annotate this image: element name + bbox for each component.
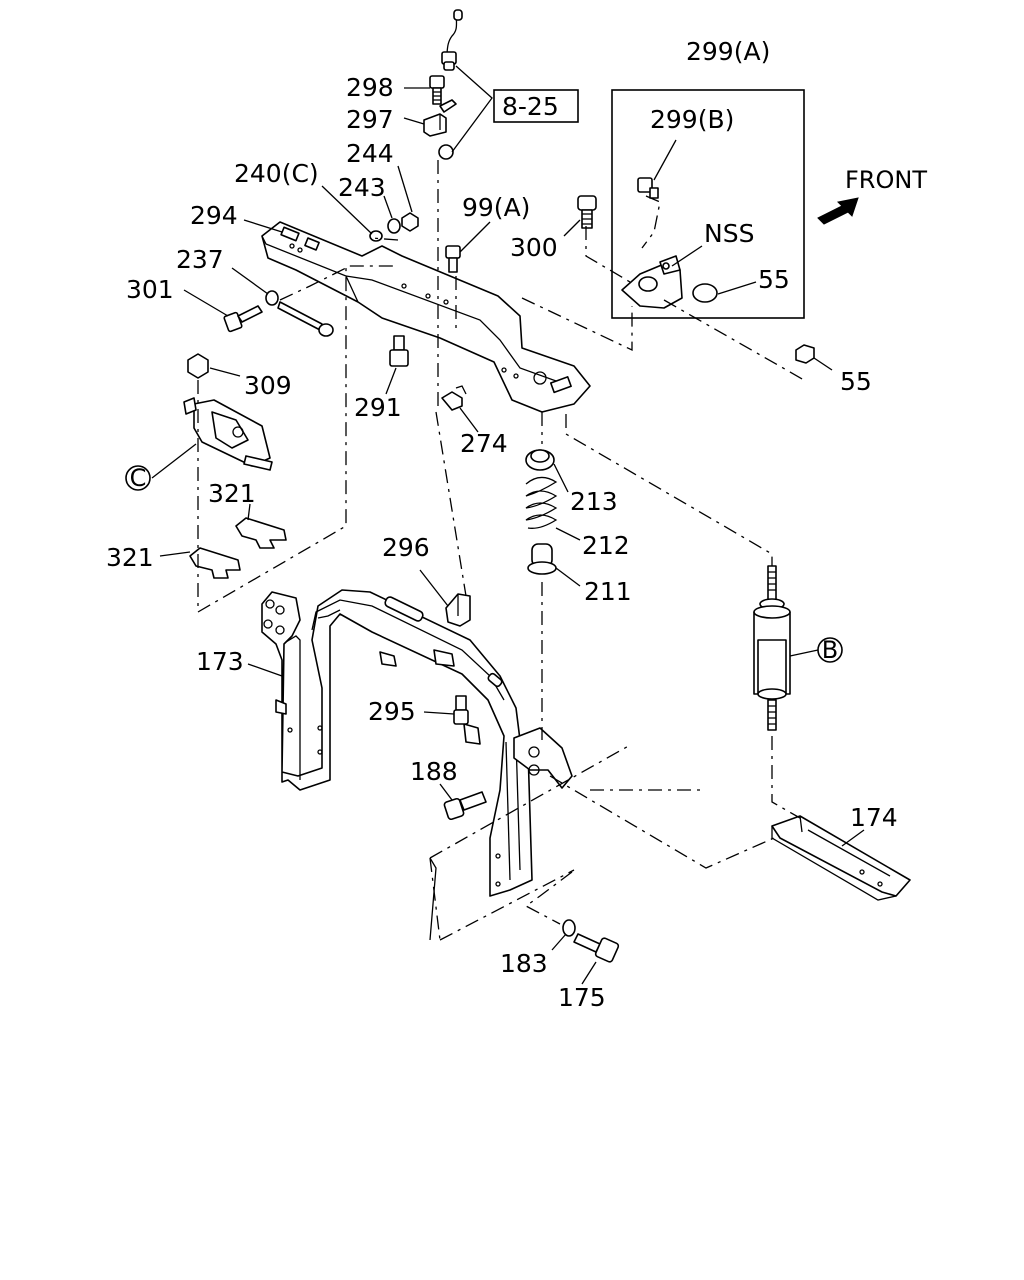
clip-274 [441,385,467,411]
sensor-cable [441,9,463,71]
assembly-299a-box [611,89,805,319]
callout-299a: 299(A) [686,37,770,66]
washer-183 [562,919,576,937]
frame-173 [261,589,573,897]
callout-240c: 240(C) [234,159,319,188]
bolt-298 [429,75,445,105]
shim-321-lower [189,547,241,579]
nut-309 [187,353,209,379]
shock-absorber-b [753,565,791,731]
seat-213 [525,449,555,471]
reference-box-8-25 [493,89,579,123]
callout-295: 295 [368,697,416,726]
front-arrow-icon [817,197,859,225]
bolt-291 [389,335,409,367]
bolt-301 [223,305,263,333]
bolt-300 [577,195,597,229]
latch-assembly-c [183,397,273,471]
bolt-175 [573,933,620,963]
nut-244 [401,212,419,232]
callout-nss: NSS [704,219,754,248]
callout-55-lower: 55 [840,367,872,396]
front-label: FRONT [845,166,927,194]
rod-237 [265,290,334,337]
callout-174: 174 [850,803,898,832]
bracket-296 [445,593,471,627]
callout-291: 291 [354,393,402,422]
callout-274: 274 [460,429,508,458]
callout-294: 294 [190,201,238,230]
marker-circle-b [817,637,843,663]
callout-297: 297 [346,105,394,134]
callout-211: 211 [584,577,632,606]
callout-300: 300 [510,233,558,262]
callout-213: 213 [570,487,618,516]
marker-c: C [130,464,147,492]
callout-243: 243 [338,173,386,202]
callout-237: 237 [176,245,224,274]
washer-55-upper [692,283,718,303]
callout-212: 212 [582,531,630,560]
bolt-99a [445,245,461,273]
bumper-211 [527,543,557,575]
clip-297 [423,113,447,137]
spring-212 [525,476,558,529]
marker-b: B [822,636,838,664]
callout-173: 173 [196,647,244,676]
callout-55-upper: 55 [758,265,790,294]
grommet-8-25 [438,144,454,160]
washer-240c [369,230,383,242]
nut-55-lower [795,344,815,364]
callout-299b: 299(B) [650,105,734,134]
callout-321-upper: 321 [208,479,256,508]
bolt-188 [443,791,487,821]
callout-296: 296 [382,533,430,562]
callout-321-lower: 321 [106,543,154,572]
chassis-rail-outline [429,743,775,941]
callout-175: 175 [558,983,606,1012]
marker-circle-c [125,465,151,491]
callout-99a: 99(A) [462,193,530,222]
callout-188: 188 [410,757,458,786]
washer-243 [387,218,401,234]
callout-309: 309 [244,371,292,400]
shim-321-upper [235,517,287,549]
callout-301: 301 [126,275,174,304]
bolt-299b [637,177,659,199]
callout-183: 183 [500,949,548,978]
leader-lines [151,65,865,985]
callout-298: 298 [346,73,394,102]
bracket-174 [771,815,911,901]
reference-8-25[interactable]: 8-25 [502,92,559,121]
bolt-295 [453,695,469,725]
alignment-lines [197,160,805,925]
callout-244: 244 [346,139,394,168]
bracket-nss [621,255,683,309]
clamp-small [439,99,457,113]
